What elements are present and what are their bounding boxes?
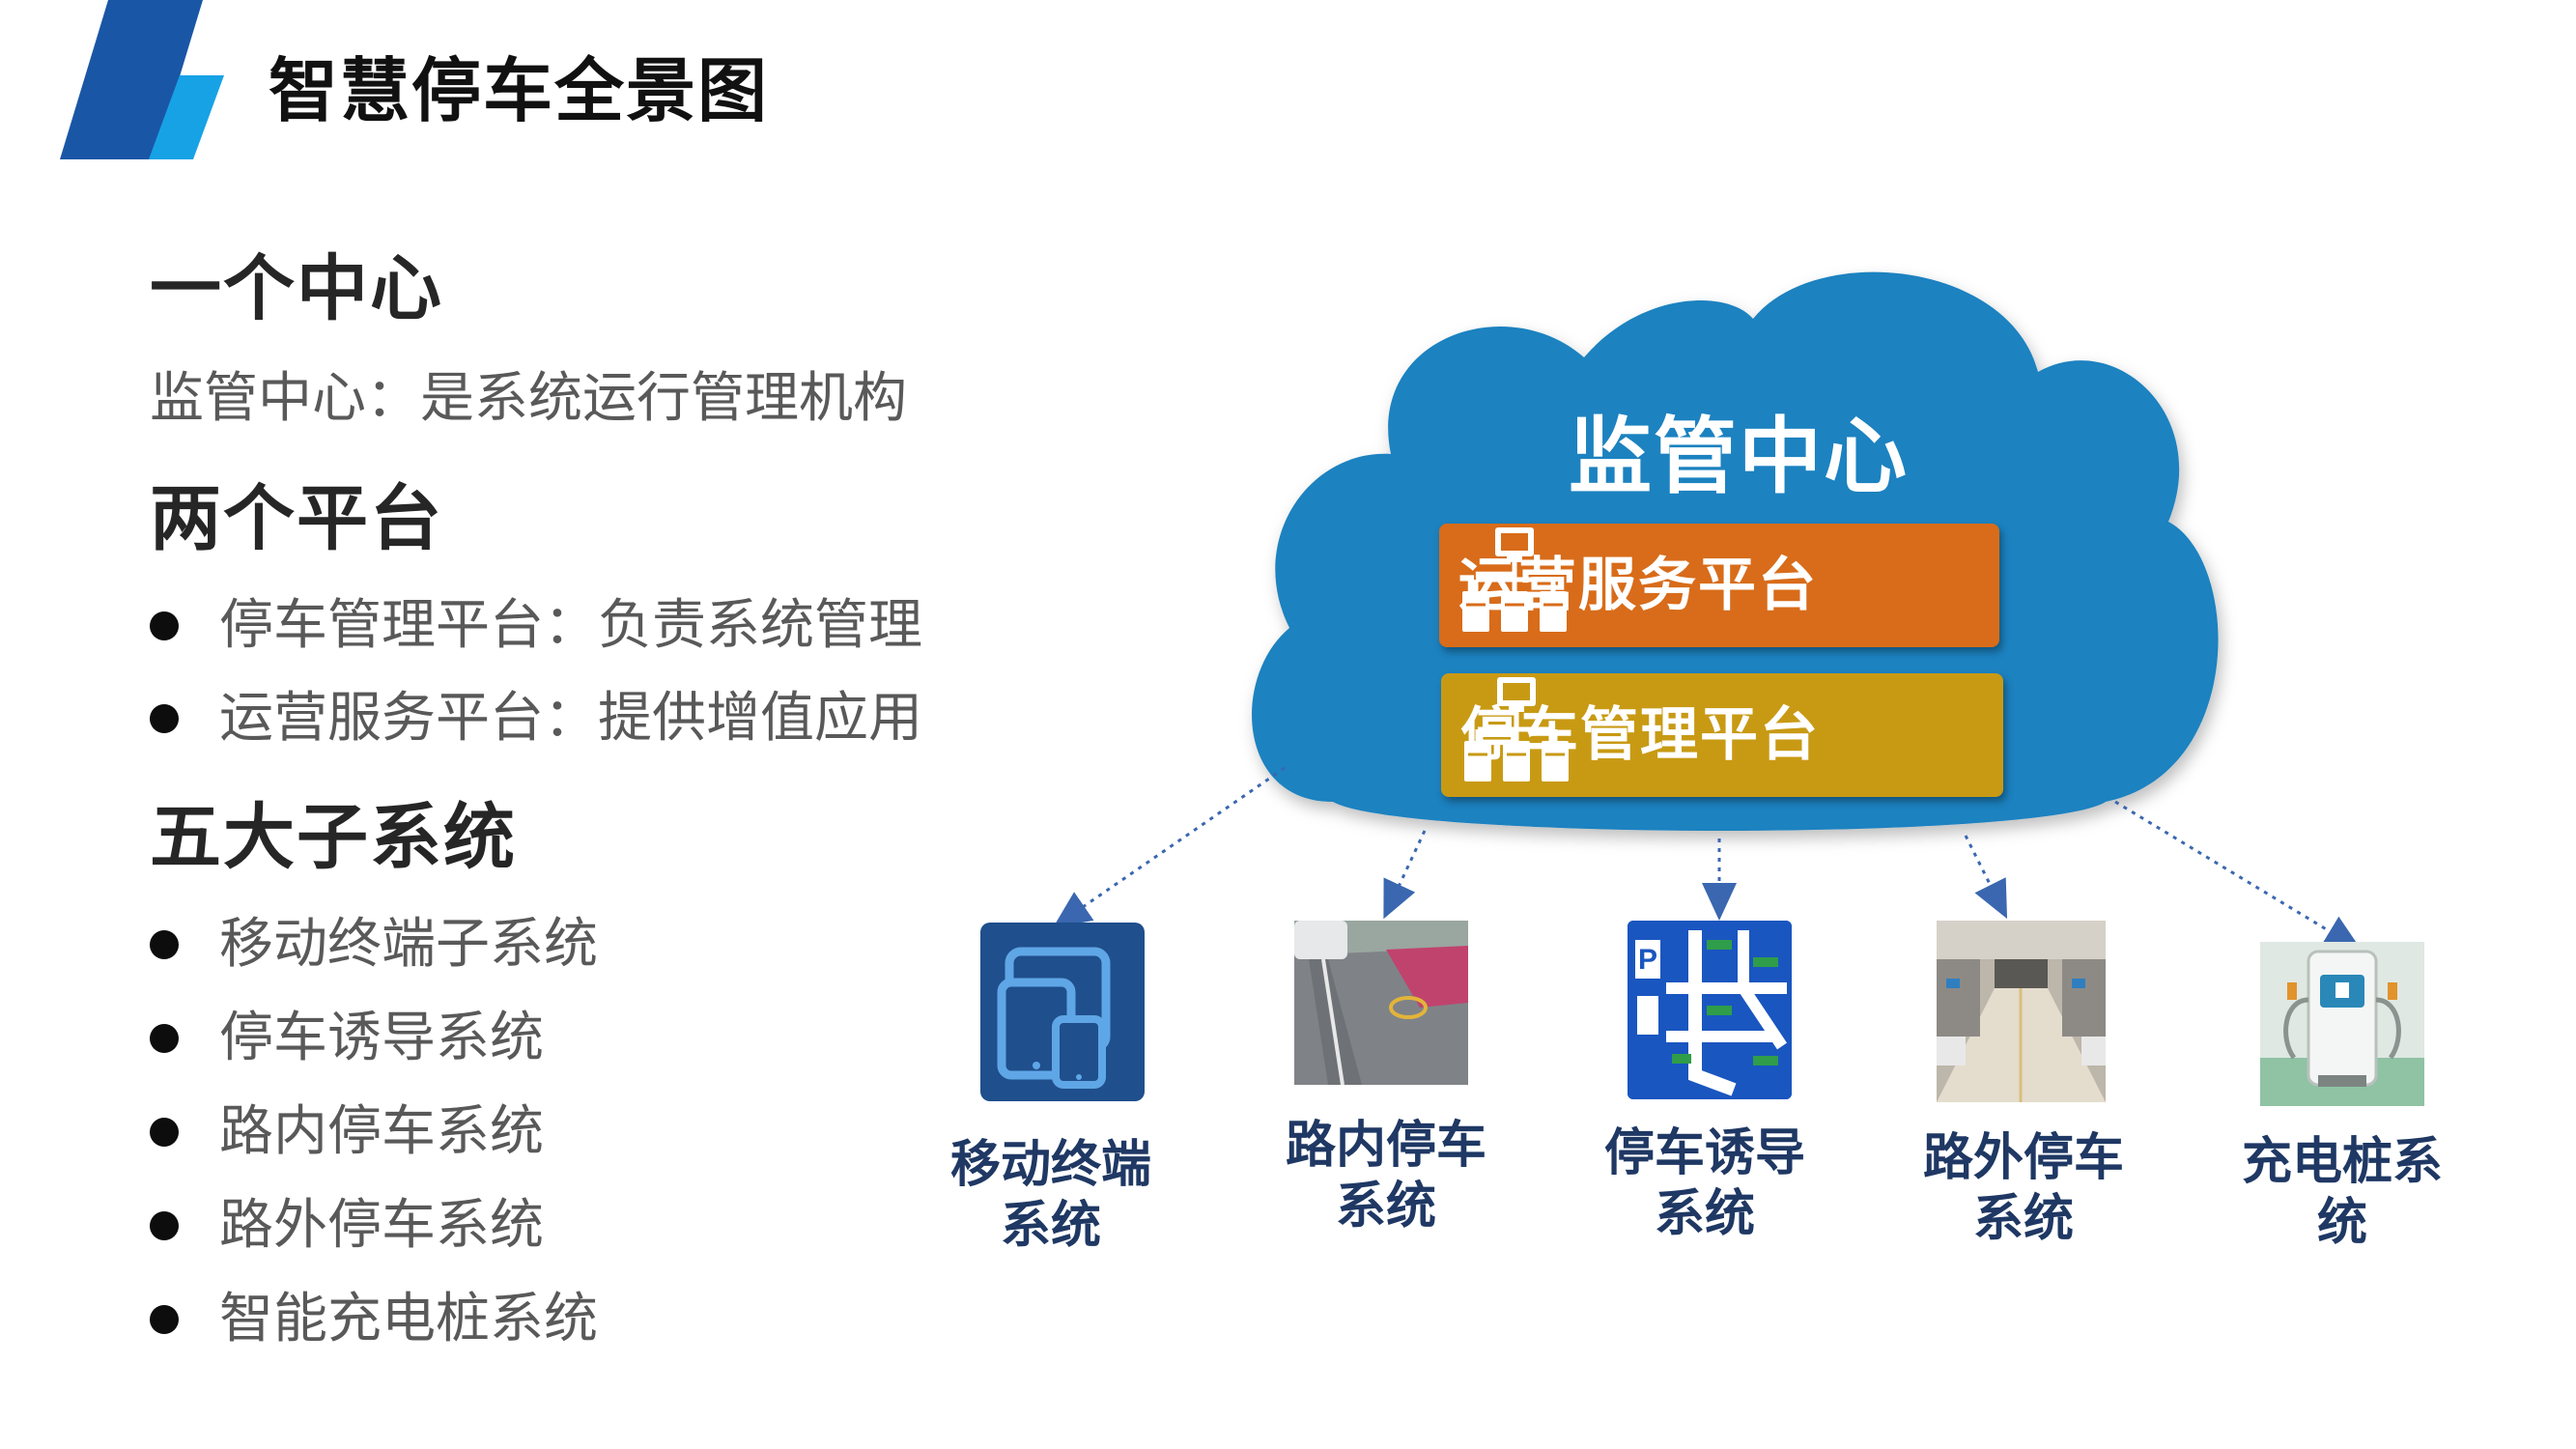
svg-text:P: P xyxy=(1638,944,1657,976)
subsystem-bullet-text: 路外停车系统 xyxy=(219,1194,544,1257)
subsystem-bullet-text: 智能充电桩系统 xyxy=(219,1288,598,1350)
bullet-dot-icon xyxy=(150,1118,179,1147)
header-stripes-decoration xyxy=(60,0,224,159)
subsystems-heading: 五大子系统 xyxy=(150,796,517,879)
subsystem-bullet: 移动终端子系统 xyxy=(150,918,598,972)
connector-arrow xyxy=(1964,835,2008,920)
subsystem-bullet: 停车诱导系统 xyxy=(150,1011,544,1065)
subsystem-bullet: 路内停车系统 xyxy=(150,1105,544,1159)
subsystem-bullet: 智能充电桩系统 xyxy=(150,1293,598,1347)
bullet-dot-icon xyxy=(150,1211,179,1240)
node-label-parking-guidance: 停车诱导 系统 xyxy=(1603,1124,1805,1244)
bullet-dot-icon xyxy=(150,704,179,733)
center-heading: 一个中心 xyxy=(150,247,443,330)
platform-bullet-text: 停车管理平台：负责系统管理 xyxy=(219,594,922,657)
platform-bullet: 停车管理平台：负责系统管理 xyxy=(150,599,922,653)
subsystem-bullet-text: 路内停车系统 xyxy=(219,1100,544,1163)
server-network-icon xyxy=(1464,677,1569,781)
supervision-center-title: 监管中心 xyxy=(1569,409,1909,505)
node-label-charging-pile: 充电桩系 统 xyxy=(2241,1133,2443,1253)
charging-pile-icon xyxy=(2260,942,2424,1106)
subsystem-bullet-text: 移动终端子系统 xyxy=(219,913,598,976)
operation-service-platform: 运营服务平台 xyxy=(1439,524,1999,647)
garage-parking-photo xyxy=(1937,921,2106,1102)
node-label-street-parking: 路内停车 系统 xyxy=(1285,1117,1486,1236)
street-parking-photo xyxy=(1294,921,1468,1085)
subsystem-bullet-text: 停车诱导系统 xyxy=(219,1007,544,1069)
node-label-mobile-terminal: 移动终端 系统 xyxy=(949,1136,1151,1256)
bullet-dot-icon xyxy=(150,1305,179,1334)
subsystem-bullet: 路外停车系统 xyxy=(150,1199,544,1253)
parking-management-platform: 停车管理平台 xyxy=(1441,673,2003,797)
center-description: 监管中心：是系统运行管理机构 xyxy=(150,367,907,430)
platforms-heading: 两个平台 xyxy=(150,477,443,560)
tablet-phone-icon xyxy=(980,923,1145,1101)
connector-arrow xyxy=(2114,800,2363,952)
parking-guidance-sign-icon: P xyxy=(1628,921,1792,1099)
connector-arrow xyxy=(1383,830,1427,920)
node-label-garage-parking: 路外停车 系统 xyxy=(1922,1129,2124,1249)
platform-bullet-text: 运营服务平台：提供增值应用 xyxy=(219,687,922,750)
slide-title: 智慧停车全景图 xyxy=(269,50,770,131)
bullet-dot-icon xyxy=(150,1024,179,1053)
bullet-dot-icon xyxy=(150,930,179,959)
bullet-dot-icon xyxy=(150,611,179,640)
platform-bullet: 运营服务平台：提供增值应用 xyxy=(150,692,922,746)
connector-arrow xyxy=(1053,766,1286,928)
server-network-icon xyxy=(1462,527,1567,632)
